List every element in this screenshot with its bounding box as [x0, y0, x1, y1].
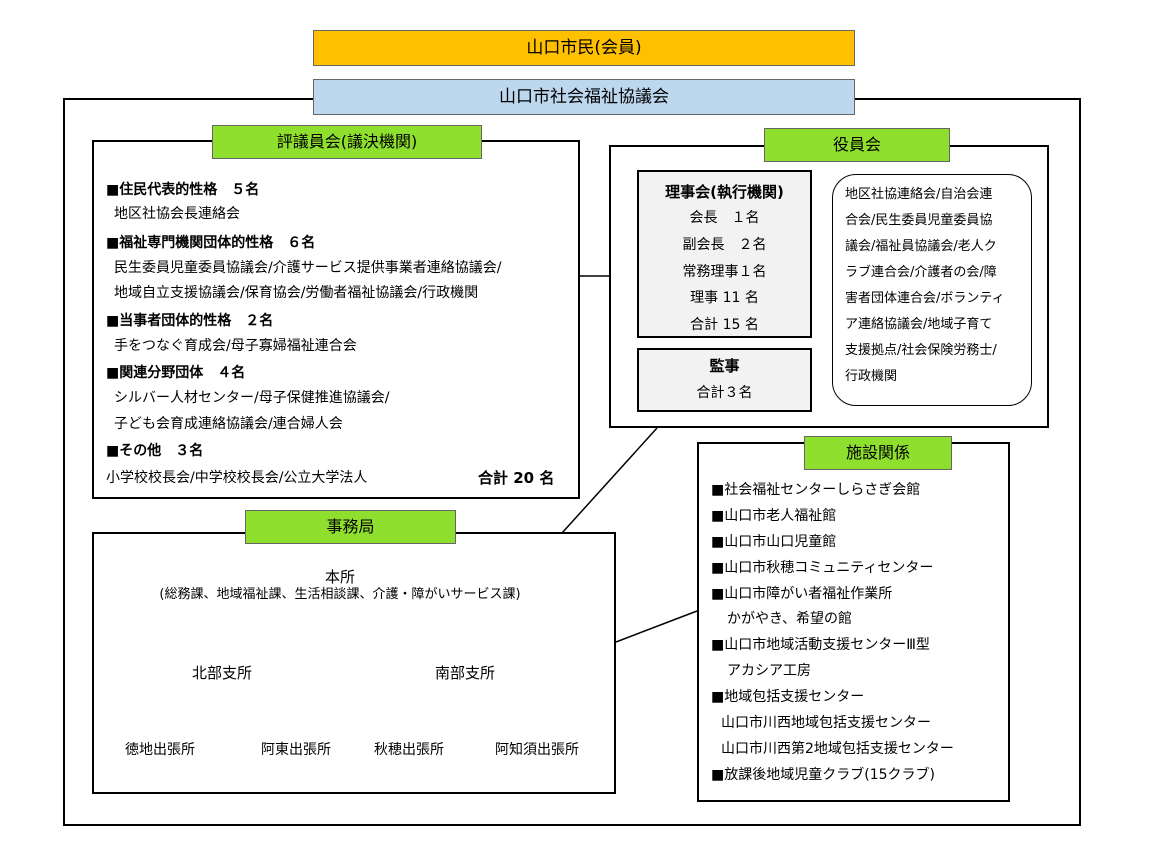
council-heading: ■その他 ３名 [106, 443, 204, 459]
board-line: 合計 15 名 [690, 317, 759, 333]
council-title-label: 評議員会(議決機関) [276, 132, 418, 151]
council-heading: ■福祉専門機関団体的性格 ６名 [106, 235, 316, 251]
head-office-detail: (総務課、地域福祉課、生活相談課、介護・障がいサービス課) [159, 587, 521, 602]
council-line: 子ども会育成連絡協議会/連合婦人会 [114, 416, 343, 432]
facility-item: 山口市川西地域包括支援センター [721, 715, 931, 731]
board-line: 副会長 ２名 [682, 237, 767, 253]
facility-item: かがやき、希望の館 [727, 611, 853, 627]
auditor-total: 合計３名 [696, 385, 753, 401]
facility-item: ■放課後地域児童クラブ(15クラブ) [711, 767, 935, 783]
board-note-callout [832, 174, 1032, 406]
officers-title-label: 役員会 [832, 135, 881, 154]
branch-office: 阿東出張所 [261, 742, 331, 758]
branch-name: 南部支所 [434, 664, 495, 682]
council-heading: ■当事者団体的性格 ２名 [106, 313, 274, 329]
note-line: 行政機関 [845, 369, 898, 384]
facility-item: ■社会福祉センターしらさぎ会館 [711, 482, 921, 498]
council-heading: ■関連分野団体 ４名 [106, 365, 246, 381]
officers-title: 役員会 [764, 128, 950, 162]
head-office: 本所 [324, 568, 355, 586]
members-label: 山口市民(会員) [526, 38, 642, 58]
facility-item: ■山口市障がい者福祉作業所 [711, 586, 893, 602]
secretariat-facilities-connector [615, 610, 698, 643]
note-line: 議会/福祉員協議会/老人ク [845, 239, 997, 254]
organization-label: 山口市社会福祉協議会 [499, 87, 669, 107]
board-line: 理事 11 名 [690, 290, 759, 306]
council-heading: ■住民代表的性格 ５名 [106, 182, 260, 198]
branch-office: 秋穂出張所 [374, 742, 444, 758]
facility-item: ■山口市山口児童館 [711, 534, 837, 550]
facility-item: ■山口市秋穂コミュニティセンター [711, 560, 934, 576]
council-line: シルバー人材センター/母子保健推進協議会/ [114, 390, 390, 406]
board-line: 常務理事１名 [682, 264, 767, 280]
council-line: 手をつなぐ育成会/母子寡婦福祉連合会 [114, 338, 357, 354]
note-line: 合会/民生委員児童委員協 [845, 213, 993, 228]
facility-item: ■山口市老人福祉館 [711, 508, 837, 524]
facility-item: ■山口市地域活動支援センターⅢ型 [711, 637, 930, 653]
council-line: 地域自立支援協議会/保育協会/労働者福祉協議会/行政機関 [114, 285, 479, 301]
branch-office: 徳地出張所 [125, 742, 195, 758]
board-title: 理事会(執行機関) [665, 183, 784, 201]
note-line: ア連絡協議会/地域子育て [845, 317, 993, 332]
note-line: 地区社協連絡会/自治会連 [845, 187, 993, 202]
council-total: 合計 20 名 [478, 469, 555, 487]
branch-name: 北部支所 [191, 664, 252, 682]
secretariat-box [92, 532, 616, 794]
secretariat-title: 事務局 [245, 510, 456, 544]
facilities-box [697, 442, 1010, 802]
council-title: 評議員会(議決機関) [212, 125, 482, 159]
members-banner: 山口市民(会員) [313, 30, 855, 66]
council-line: 地区社協会長連絡会 [114, 206, 240, 222]
branch-office: 阿知須出張所 [495, 742, 579, 758]
auditor-title: 監事 [709, 357, 740, 375]
facility-item: 山口市川西第2地域包括支援センター [721, 741, 954, 757]
facility-item: ■地域包括支援センター [711, 689, 865, 705]
council-line: 民生委員児童委員協議会/介護サービス提供事業者連絡協議会/ [114, 260, 502, 276]
officers-secretariat-connector [561, 427, 658, 534]
note-line: ラブ連合会/介護者の会/障 [845, 265, 997, 280]
secretariat-title-label: 事務局 [326, 517, 375, 536]
board-line: 会長 １名 [689, 210, 760, 226]
organization-banner: 山口市社会福祉協議会 [313, 79, 855, 115]
note-line: 支援拠点/社会保険労務士/ [845, 343, 997, 358]
facilities-title-label: 施設関係 [845, 443, 910, 462]
council-line: 小学校校長会/中学校校長会/公立大学法人 [106, 470, 368, 486]
auditor-box [637, 348, 812, 412]
facility-item: アカシア工房 [727, 663, 811, 679]
board-box [637, 170, 812, 338]
note-line: 害者団体連合会/ボランティ [845, 291, 1005, 306]
facilities-title: 施設関係 [804, 436, 952, 470]
